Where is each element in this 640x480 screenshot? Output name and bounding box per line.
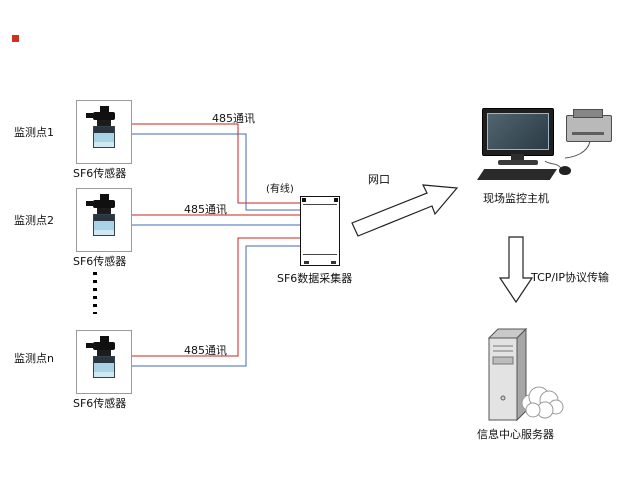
collector-foot <box>304 261 309 264</box>
sensor-neck <box>97 120 111 126</box>
ellipsis-dots <box>93 272 97 314</box>
bus-line-blue-1 <box>130 133 300 211</box>
cloud-icon <box>521 386 564 419</box>
printer-icon <box>566 115 612 142</box>
sensor-body <box>93 214 115 236</box>
collector-bottom-line <box>303 254 337 255</box>
network-port-label: 网口 <box>368 173 390 186</box>
collector-tick <box>334 198 338 202</box>
red-marker <box>12 35 19 42</box>
bus-line-red-1 <box>130 123 300 204</box>
sensor-cap <box>99 336 109 342</box>
sensor-body <box>93 356 115 378</box>
collector-top-line <box>303 204 337 205</box>
data-collector-figure <box>300 196 340 266</box>
keyboard-icon <box>477 169 557 180</box>
monitor-stand-base <box>498 160 538 165</box>
sensor-body <box>93 126 115 148</box>
monitor-frame <box>482 108 554 156</box>
printer-cable <box>564 140 591 159</box>
sf6-sensor-figure <box>76 100 132 164</box>
printer-output-slot <box>572 132 604 135</box>
tcp-arrow <box>498 236 534 304</box>
monitor-screen <box>487 113 549 150</box>
server-drive-bay <box>492 356 514 365</box>
sensor-neck <box>97 208 111 214</box>
network-arrow <box>351 184 459 237</box>
sf6-sensor-figure <box>76 330 132 394</box>
bus-label: 485通讯 <box>212 112 255 125</box>
collector-label: SF6数据采集器 <box>277 272 353 285</box>
mouse-icon <box>559 166 571 175</box>
server-label: 信息中心服务器 <box>477 428 554 441</box>
collector-tick <box>302 198 306 202</box>
bus-label: 485通讯 <box>184 344 227 357</box>
bus-line-red-n <box>130 237 300 357</box>
monitor-stand <box>511 154 524 160</box>
wired-label: (有线) <box>266 184 294 195</box>
sensor-label: SF6传感器 <box>73 167 127 180</box>
server-power-button <box>500 395 506 401</box>
sensor-flange <box>86 200 115 208</box>
printer-paper-tray <box>573 109 603 118</box>
mouse-cable <box>544 160 562 169</box>
sensor-neck <box>97 350 111 356</box>
monitoring-point-label: 监测点2 <box>14 214 54 227</box>
sensor-flange <box>86 342 115 350</box>
monitoring-point-label: 监测点1 <box>14 126 54 139</box>
collector-foot <box>331 261 336 264</box>
monitoring-point-label: 监测点n <box>14 352 54 365</box>
host-label: 现场监控主机 <box>483 192 549 205</box>
bus-label: 485通讯 <box>184 203 227 216</box>
sensor-flange <box>86 112 115 120</box>
sensor-cap <box>99 106 109 112</box>
sensor-cap <box>99 194 109 200</box>
tcp-transfer-label: TCP/IP协议传输 <box>531 271 609 284</box>
bus-line-blue-n <box>130 245 300 367</box>
sensor-label: SF6传感器 <box>73 397 127 410</box>
server-front <box>488 337 518 421</box>
sensor-label: SF6传感器 <box>73 255 127 268</box>
sf6-sensor-figure <box>76 188 132 252</box>
